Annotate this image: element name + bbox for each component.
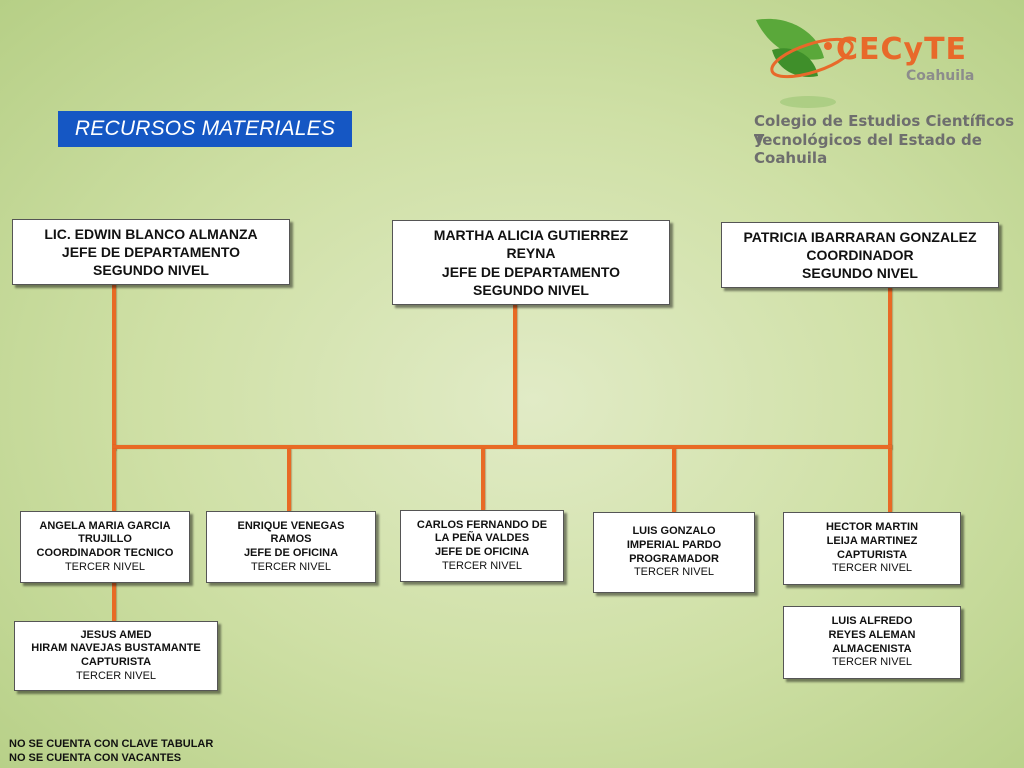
logo-brand: CECyTE [836,32,968,67]
connector-line [481,449,485,510]
footnote-clave-tabular: NO SE CUENTA CON CLAVE TABULAR [9,738,214,750]
logo-region: Coahuila [906,68,975,84]
page-title: RECURSOS MATERIALES [58,111,352,147]
connector-line [888,288,892,450]
connector-line [672,449,676,512]
logo-line-1: Colegio de Estudios Científicos y [754,112,1015,148]
logo-leaf-icon [756,18,824,60]
connector-line [112,583,116,621]
connector-line [287,449,291,511]
logo-orbit-icon [770,37,854,79]
logo-line-2: Tecnológicos del Estado de Coahuila [754,131,982,167]
connector-line [112,449,116,511]
connector-line [888,449,892,512]
cecyte-logo [756,18,854,108]
connector-line [112,285,116,451]
footnote-vacantes: NO SE CUENTA CON VACANTES [9,752,182,764]
connector-line [112,445,892,449]
connector-line [513,305,517,447]
